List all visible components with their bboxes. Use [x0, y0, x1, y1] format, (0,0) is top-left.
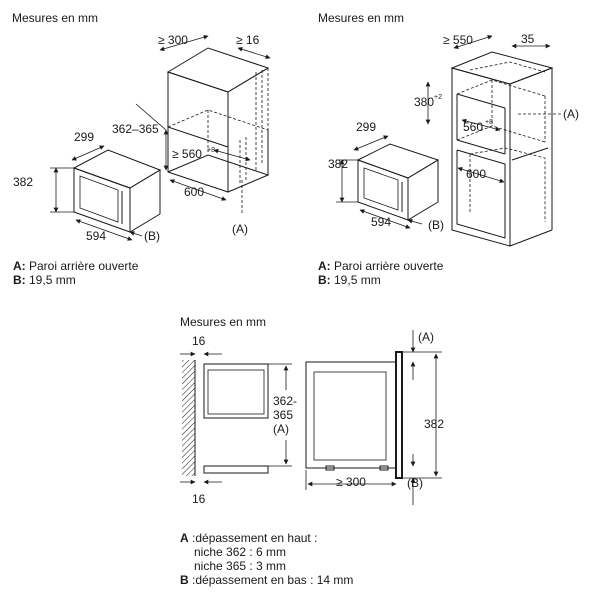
- niche-shelves: [203, 363, 269, 474]
- dim-depth-min: ≥ 300: [158, 33, 188, 47]
- dim2-top-gap: 35: [521, 32, 535, 46]
- dim-device-depth: 299: [74, 130, 94, 144]
- label3-b: (B): [407, 476, 423, 490]
- legend-3-a-line2: niche 362 : 6 mm: [194, 545, 287, 559]
- dim-device-width: 594: [86, 229, 106, 243]
- legend-3-a-line3: niche 365 : 3 mm: [194, 559, 287, 573]
- dim2-device-width: 594: [371, 215, 391, 229]
- dim3-top-shelf: 16: [192, 334, 206, 348]
- label2-a: (A): [563, 107, 579, 121]
- legend-3-a-key: A: [180, 531, 189, 545]
- dim3-niche-line3: (A): [273, 422, 289, 436]
- dim3-niche-line2: 365: [273, 408, 293, 422]
- panel-3-heading: Mesures en mm: [180, 315, 266, 329]
- dim-device-height: 382: [13, 175, 33, 189]
- legend-3-b: B :dépassement en bas : 14 mm: [180, 573, 353, 587]
- panel-1-wall-cabinet: Mesures en mm ≥ 300: [12, 11, 271, 243]
- legend-2-a: A: Paroi arrière ouverte: [318, 259, 443, 273]
- dim3-bottom-shelf: 16: [192, 492, 206, 506]
- dim2-niche-width-sup: +8: [485, 119, 493, 126]
- legend-2-a-key: A:: [318, 259, 331, 273]
- microwave-device: [72, 149, 162, 233]
- dim2-device-height: 382: [328, 157, 348, 171]
- legend-3-b-key: B: [180, 573, 189, 587]
- label-b: (B): [144, 229, 160, 243]
- panel-3-side-view: Mesures en mm 16 16 362- 365 (A): [180, 315, 444, 506]
- legend-1-a: A: Paroi arrière ouverte: [13, 259, 138, 273]
- panel-2-heading: Mesures en mm: [318, 11, 404, 25]
- legend-1-a-key: A:: [13, 259, 26, 273]
- legend-panel-1: A: Paroi arrière ouverte B: 19,5 mm: [13, 259, 138, 287]
- panel-2-tall-cabinet: Mesures en mm: [318, 11, 579, 247]
- tall-cabinet: [450, 51, 554, 247]
- dim-niche-height: 362–365: [112, 122, 159, 136]
- legend-2-b-key: B:: [318, 273, 331, 287]
- dim-niche-width: ≥ 560: [172, 147, 202, 161]
- upper-cabinet: [166, 47, 270, 193]
- dim2-depth-min: ≥ 550: [443, 33, 473, 47]
- dim-niche-width-sup: +8: [207, 147, 215, 154]
- dim2-niche-width: 560: [463, 120, 483, 134]
- dim-cabinet-depth: 600: [184, 185, 204, 199]
- panel-1-heading: Mesures en mm: [12, 11, 98, 25]
- legend-1-b-text: 19,5 mm: [25, 273, 76, 287]
- legend-2-a-text: Paroi arrière ouverte: [330, 259, 444, 273]
- label-a: (A): [232, 222, 248, 236]
- dim3-niche-line1: 362-: [273, 394, 297, 408]
- microwave-device-2: [356, 143, 440, 221]
- legend-2-b-text: 19,5 mm: [330, 273, 381, 287]
- device-side-view: [305, 351, 403, 479]
- label2-b: (B): [428, 218, 444, 232]
- legend-3-a: A :dépassement en haut :: [180, 531, 353, 545]
- dim-gap-min: ≥ 16: [236, 33, 260, 47]
- dim3-device-height: 382: [424, 417, 444, 431]
- legend-1-b: B: 19,5 mm: [13, 273, 138, 287]
- dim2-niche-height: 380: [414, 95, 434, 109]
- legend-1-a-text: Paroi arrière ouverte: [25, 259, 139, 273]
- dim2-niche-height-sup: +2: [434, 94, 442, 101]
- dim2-cabinet-depth: 600: [466, 167, 486, 181]
- dim3-depth-min: ≥ 300: [336, 475, 366, 489]
- legend-panel-2: A: Paroi arrière ouverte B: 19,5 mm: [318, 259, 443, 287]
- wall-hatch: [182, 360, 195, 476]
- legend-panel-3: A :dépassement en haut : niche 362 : 6 m…: [180, 531, 353, 587]
- legend-1-b-key: B:: [13, 273, 26, 287]
- legend-2-b: B: 19,5 mm: [318, 273, 443, 287]
- legend-3-a-line1: :dépassement en haut :: [188, 531, 318, 545]
- label3-a: (A): [418, 330, 434, 344]
- dim2-device-depth: 299: [356, 120, 376, 134]
- legend-3-b-text: :dépassement en bas : 14 mm: [188, 573, 354, 587]
